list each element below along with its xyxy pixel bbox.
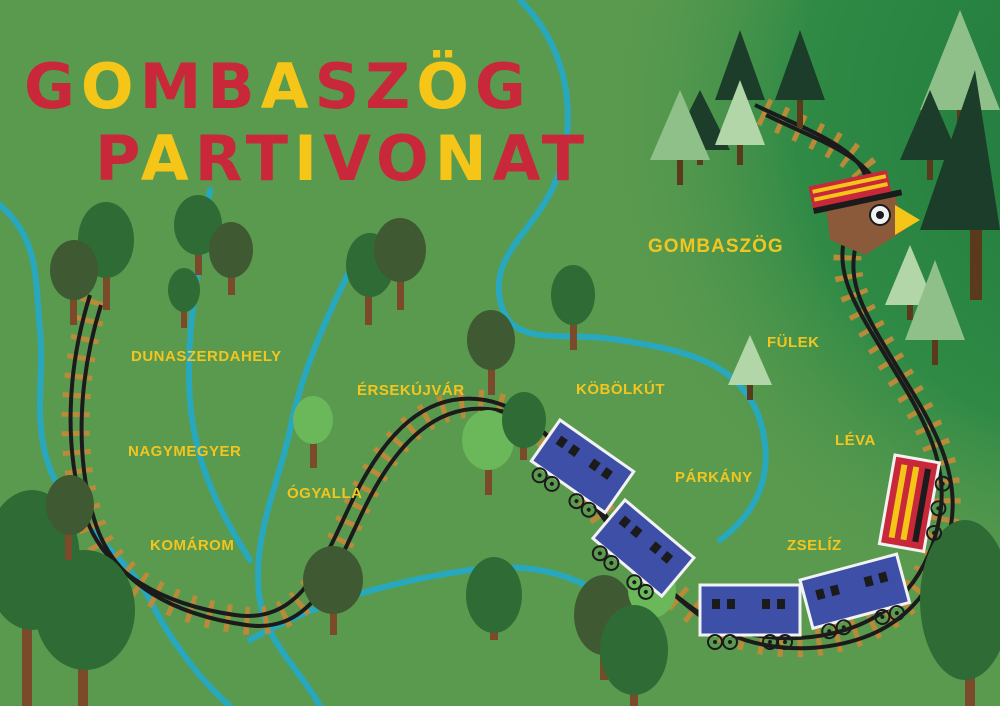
tree-icon bbox=[600, 605, 668, 706]
tree-icon bbox=[551, 265, 595, 350]
map-title-line1: GOMBASZÖG bbox=[24, 50, 532, 123]
tree-icon bbox=[293, 396, 333, 468]
station-label-dunaszerdahely: DUNASZERDAHELY bbox=[131, 348, 282, 365]
tree-icon bbox=[209, 222, 253, 295]
locomotive-icon bbox=[877, 453, 952, 554]
train-wagon-icon bbox=[588, 497, 697, 603]
pine-tree-icon bbox=[715, 80, 765, 165]
river-south bbox=[247, 564, 623, 643]
pine-tree-icon bbox=[885, 245, 935, 320]
map-title-line2: PARTIVONAT bbox=[95, 122, 591, 195]
station-label-fulek: FÜLEK bbox=[767, 334, 820, 351]
tree-icon bbox=[174, 195, 222, 275]
pine-tree-icon bbox=[650, 90, 710, 185]
tree-icon bbox=[35, 550, 135, 706]
tree-icon bbox=[168, 268, 200, 328]
train-wagon-icon bbox=[528, 417, 636, 521]
train-wagon-icon bbox=[798, 552, 912, 641]
station-label-ersekujvar: ÉRSEKÚJVÁR bbox=[357, 382, 465, 399]
tree-icon bbox=[467, 310, 515, 395]
pine-tree-icon bbox=[920, 70, 1000, 300]
station-label-zseliz: ZSELÍZ bbox=[787, 537, 842, 554]
pine-forest bbox=[650, 10, 1000, 400]
train-wagon-icon bbox=[698, 583, 802, 650]
station-label-kobolkut: KÖBÖLKÚT bbox=[576, 381, 665, 398]
tree-icon bbox=[46, 475, 94, 560]
deciduous-trees bbox=[0, 195, 1000, 706]
river-west bbox=[0, 202, 233, 706]
pine-tree-icon bbox=[728, 335, 772, 400]
station-label-parkany: PÁRKÁNY bbox=[675, 469, 753, 486]
tree-icon bbox=[920, 520, 1000, 706]
station-label-nagymegyer: NAGYMEGYER bbox=[128, 443, 242, 460]
station-label-komarom: KOMÁROM bbox=[150, 537, 235, 554]
train bbox=[528, 417, 952, 650]
river-middle bbox=[495, 0, 769, 543]
river-tributary bbox=[254, 267, 353, 706]
pine-tree-icon bbox=[775, 30, 825, 128]
tree-icon bbox=[50, 240, 98, 325]
tree-icon bbox=[502, 392, 546, 460]
pine-tree-icon bbox=[905, 260, 965, 365]
station-label-leva: LÉVA bbox=[835, 432, 876, 449]
pine-tree-icon bbox=[900, 90, 960, 180]
tree-icon bbox=[374, 218, 426, 310]
station-label-gombaszog: GOMBASZÖG bbox=[648, 236, 784, 257]
train-conductor-icon bbox=[808, 169, 920, 255]
tree-icon bbox=[466, 557, 522, 640]
station-label-ogyalla: ÓGYALLA bbox=[287, 485, 363, 502]
tree-icon bbox=[462, 410, 514, 495]
tree-icon bbox=[303, 546, 363, 635]
